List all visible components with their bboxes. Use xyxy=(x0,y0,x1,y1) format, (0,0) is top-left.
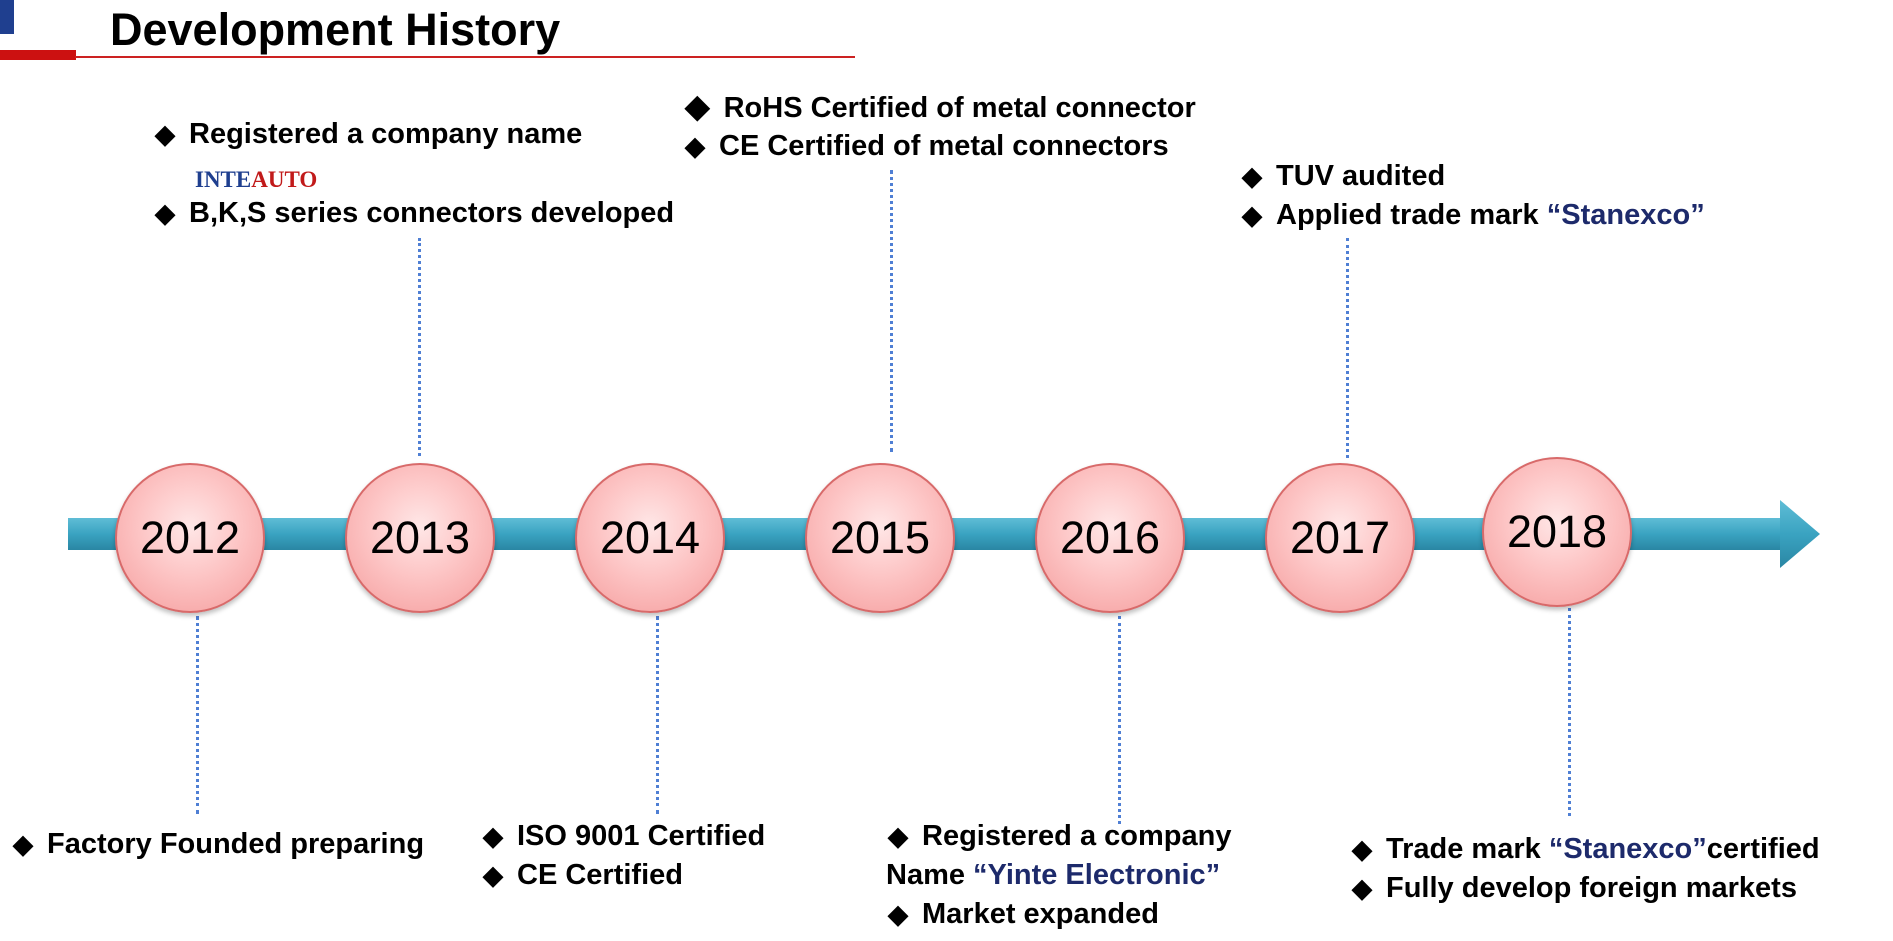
bullet-icon: ◆ xyxy=(13,829,33,859)
event-2017-item-1: ◆ TUV audited xyxy=(1242,158,1445,196)
event-text: CE Certified xyxy=(517,859,683,891)
connector-2015 xyxy=(890,170,893,452)
event-text: Market expanded xyxy=(922,898,1159,930)
event-text: certified xyxy=(1706,833,1820,865)
event-2018-item-2: ◆ Fully develop foreign markets xyxy=(1352,870,1797,908)
event-2018-item-1: ◆ Trade mark “Stanexco”certified xyxy=(1352,831,1820,869)
title-underline xyxy=(75,56,855,58)
bullet-icon: ◆ xyxy=(685,88,710,124)
event-text: RoHS Certified of metal connector xyxy=(723,92,1196,124)
year-node-2016: 2016 xyxy=(1035,463,1185,613)
company-name-highlight: “Yinte Electronic” xyxy=(973,859,1221,891)
event-2015-item-1: ◆ RoHS Certified of metal connector xyxy=(685,86,1196,128)
event-text: Fully develop foreign markets xyxy=(1386,872,1797,904)
event-text: Factory Founded preparing xyxy=(47,828,425,860)
bullet-icon: ◆ xyxy=(685,131,705,161)
company-logo: INTEAUTO xyxy=(195,167,317,193)
year-label: 2015 xyxy=(829,512,931,563)
trademark-highlight: “Stanexco” xyxy=(1546,199,1705,231)
event-2013-item-2: ◆ B,K,S series connectors developed xyxy=(155,195,674,233)
year-node-2014: 2014 xyxy=(575,463,725,613)
year-label: 2017 xyxy=(1289,512,1391,563)
event-text: B,K,S series connectors developed xyxy=(189,197,675,229)
event-2014-item-2: ◆ CE Certified xyxy=(483,857,683,895)
logo-part-2: AUTO xyxy=(251,167,318,192)
bullet-icon: ◆ xyxy=(483,821,503,851)
connector-2012 xyxy=(196,616,199,814)
event-2013-item-1: ◆ Registered a company name xyxy=(155,116,582,154)
bullet-icon: ◆ xyxy=(1352,873,1372,903)
event-2012-item-1: ◆ Factory Founded preparing xyxy=(13,826,424,864)
bullet-icon: ◆ xyxy=(155,119,175,149)
event-text: TUV audited xyxy=(1276,160,1446,192)
logo-part-1: INTE xyxy=(195,167,252,192)
event-2016-item-2: ◆ Market expanded xyxy=(888,896,1159,934)
bullet-icon: ◆ xyxy=(155,198,175,228)
connector-2017 xyxy=(1346,238,1349,458)
event-2017-item-2: ◆ Applied trade mark “Stanexco” xyxy=(1242,197,1705,235)
trademark-highlight: “Stanexco” xyxy=(1548,833,1707,865)
year-label: 2018 xyxy=(1506,506,1608,557)
event-2014-item-1: ◆ ISO 9001 Certified xyxy=(483,818,765,856)
event-text: CE Certified of metal connectors xyxy=(719,130,1169,162)
event-text: Applied trade mark xyxy=(1276,199,1547,231)
bullet-icon: ◆ xyxy=(1242,161,1262,191)
title-accent-bar xyxy=(0,50,76,60)
corner-accent xyxy=(0,0,14,34)
bullet-icon: ◆ xyxy=(1352,834,1372,864)
connector-2018 xyxy=(1568,608,1571,816)
event-2015-item-2: ◆ CE Certified of metal connectors xyxy=(685,128,1169,166)
event-2016-item-1-cont: Name “Yinte Electronic” xyxy=(886,857,1220,895)
event-text: Name xyxy=(886,859,974,891)
event-text: Registered a company xyxy=(922,820,1232,852)
year-label: 2013 xyxy=(369,512,471,563)
event-text: Trade mark xyxy=(1386,833,1549,865)
bullet-icon: ◆ xyxy=(888,821,908,851)
bullet-icon: ◆ xyxy=(888,899,908,929)
connector-2016 xyxy=(1118,616,1121,824)
year-node-2013: 2013 xyxy=(345,463,495,613)
connector-2013 xyxy=(418,238,421,456)
page-title: Development History xyxy=(110,4,561,55)
event-text: Registered a company name xyxy=(189,118,583,150)
year-label: 2012 xyxy=(139,512,241,563)
bullet-icon: ◆ xyxy=(1242,200,1262,230)
year-node-2018: 2018 xyxy=(1482,457,1632,607)
year-label: 2014 xyxy=(599,512,701,563)
year-node-2012: 2012 xyxy=(115,463,265,613)
year-node-2017: 2017 xyxy=(1265,463,1415,613)
connector-2014 xyxy=(656,616,659,814)
year-node-2015: 2015 xyxy=(805,463,955,613)
event-2016-item-1: ◆ Registered a company xyxy=(888,818,1231,856)
year-label: 2016 xyxy=(1059,512,1161,563)
event-text: ISO 9001 Certified xyxy=(517,820,766,852)
bullet-icon: ◆ xyxy=(483,860,503,890)
